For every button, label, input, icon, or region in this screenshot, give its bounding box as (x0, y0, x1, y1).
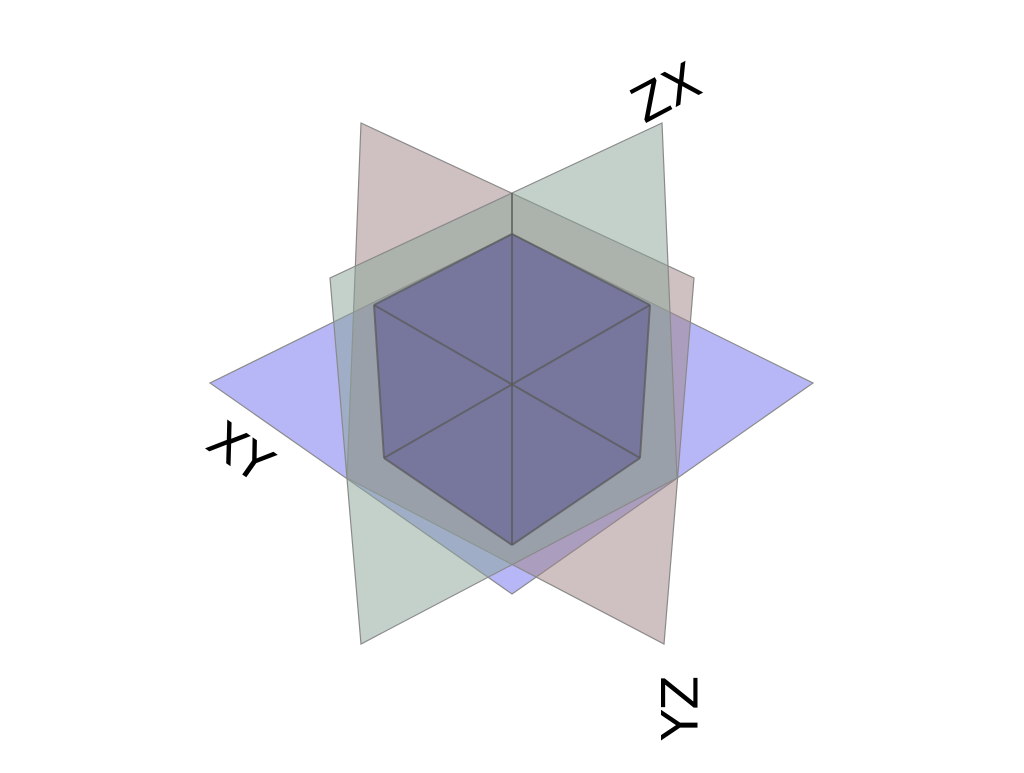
intersection-lines (373, 193, 651, 546)
zx-plane-label: ZX (622, 51, 710, 134)
cube-edge-top-left (373, 233, 513, 306)
yz-plane-label: YZ (652, 676, 710, 742)
cube-edge-top-right (511, 233, 651, 306)
cube-edge-bottom-left (383, 457, 513, 546)
xy-zx-intersection-line (383, 304, 651, 459)
cube-edge-bottom-right (511, 457, 641, 546)
cube-edge-right (639, 304, 651, 459)
xy-yz-intersection-line (373, 304, 641, 459)
cube-edge-left (373, 304, 385, 459)
